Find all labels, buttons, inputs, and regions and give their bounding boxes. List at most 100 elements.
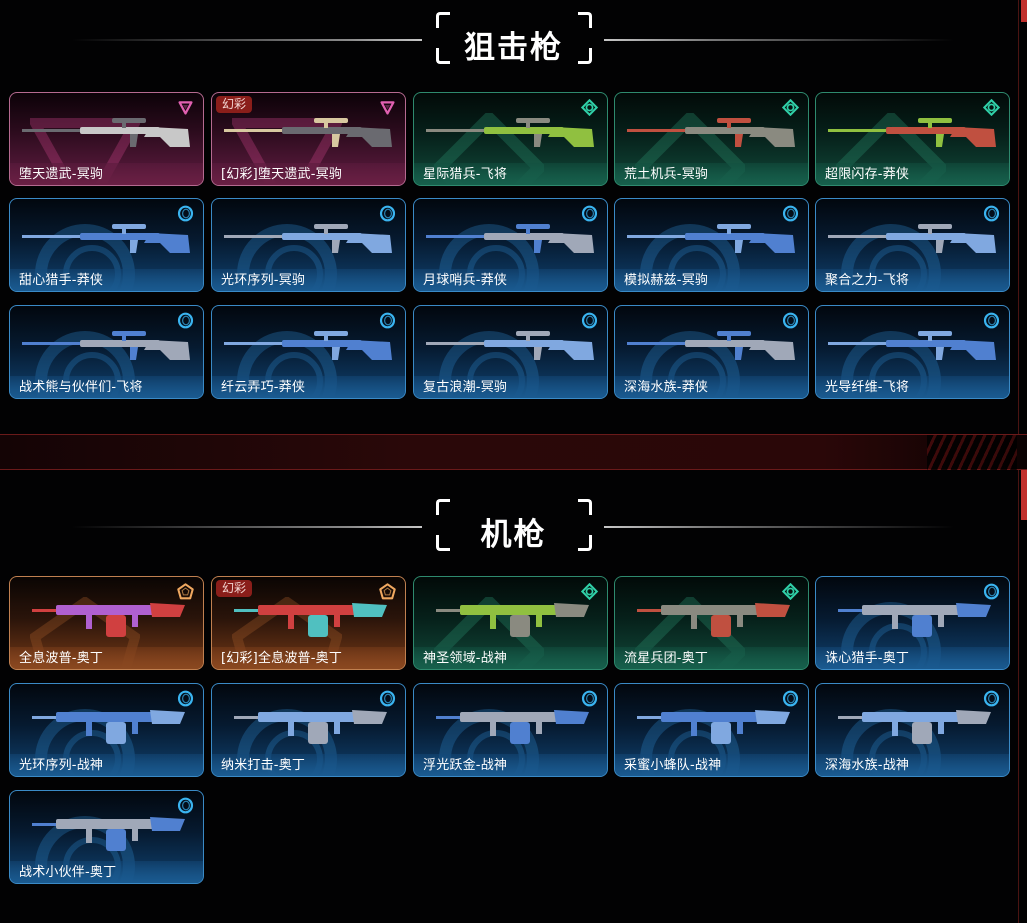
skin-name: 纳米打击-奥丁 xyxy=(221,758,306,773)
skin-card[interactable]: 战术小伙伴-奥丁 xyxy=(9,790,204,884)
triangle-down-icon xyxy=(379,99,396,116)
skin-name: 采蜜小蜂队-战神 xyxy=(624,758,722,773)
rarity-background-emblem xyxy=(231,595,343,669)
skin-card[interactable]: 纤云弄巧-莽侠 xyxy=(211,305,406,399)
weapon-skin-image xyxy=(20,805,195,861)
weapon-skin-image xyxy=(424,213,599,269)
skin-name: 深海水族-战神 xyxy=(825,758,910,773)
skin-card[interactable]: 纳米打击-奥丁 xyxy=(211,683,406,777)
skin-card[interactable]: 流星兵团-奥丁 xyxy=(614,576,809,670)
bracket-corner xyxy=(436,499,450,515)
title-line-left xyxy=(72,526,422,528)
ring-icon xyxy=(177,205,194,222)
skin-name: 光导纤维-飞将 xyxy=(825,380,910,395)
label-bar xyxy=(212,376,405,398)
weapon-skin-image xyxy=(20,213,195,269)
skin-card[interactable]: 复古浪潮-冥驹 xyxy=(413,305,608,399)
pentagon-icon xyxy=(379,583,396,600)
skin-card[interactable]: 超限闪存-莽侠 xyxy=(815,92,1010,186)
ring-icon xyxy=(782,205,799,222)
ring-icon xyxy=(983,205,1000,222)
diamond-icon xyxy=(982,98,1001,117)
weapon-skin-image xyxy=(424,107,599,163)
ring-icon xyxy=(581,205,598,222)
weapon-skin-image xyxy=(20,698,195,754)
weapon-skin-image xyxy=(826,698,1001,754)
ring-icon xyxy=(782,312,799,329)
skin-card[interactable]: 深海水族-莽侠 xyxy=(614,305,809,399)
skin-name: [幻彩]全息波普-奥丁 xyxy=(221,651,343,666)
label-bar xyxy=(615,647,808,669)
section-title: 狙击枪 xyxy=(464,30,563,66)
skin-card[interactable]: 诛心猎手-奥丁 xyxy=(815,576,1010,670)
skin-name: 神圣领域-战神 xyxy=(423,651,508,666)
skin-card[interactable]: 甜心猎手-莽侠 xyxy=(9,198,204,292)
bracket-corner xyxy=(578,48,592,64)
skin-card[interactable]: 深海水族-战神 xyxy=(815,683,1010,777)
label-bar xyxy=(10,861,203,883)
skin-card[interactable]: 战术熊与伙伴们-飞将 xyxy=(9,305,204,399)
rarity-background-emblem xyxy=(430,109,548,185)
ring-icon xyxy=(581,312,598,329)
label-bar xyxy=(212,754,405,776)
weapon-skin-image xyxy=(826,320,1001,376)
skin-name: 战术小伙伴-奥丁 xyxy=(19,865,117,880)
skin-card[interactable]: 模拟赫兹-冥驹 xyxy=(614,198,809,292)
ring-icon xyxy=(379,205,396,222)
weapon-skin-image xyxy=(826,591,1001,647)
skin-name: 诛心猎手-奥丁 xyxy=(825,651,910,666)
ring-icon xyxy=(177,690,194,707)
ring-icon xyxy=(782,690,799,707)
skin-card[interactable]: 全息波普-奥丁 xyxy=(9,576,204,670)
label-bar xyxy=(10,376,203,398)
skin-name: 甜心猎手-莽侠 xyxy=(19,273,104,288)
section-title: 机枪 xyxy=(480,517,547,553)
skin-card[interactable]: 神圣领域-战神 xyxy=(413,576,608,670)
label-bar xyxy=(615,754,808,776)
diamond-icon xyxy=(781,98,800,117)
divider-slash-decoration xyxy=(927,435,1017,471)
bracket-corner xyxy=(578,12,592,28)
diamond-icon xyxy=(580,582,599,601)
skin-card[interactable]: 聚合之力-飞将 xyxy=(815,198,1010,292)
label-bar xyxy=(10,647,203,669)
weapon-skin-image xyxy=(826,213,1001,269)
section-header-sniper: 狙击枪 xyxy=(0,10,1027,70)
section-header-machinegun: 机枪 xyxy=(0,497,1027,557)
skin-card[interactable]: 光导纤维-飞将 xyxy=(815,305,1010,399)
edge-accent xyxy=(1021,0,1027,22)
skin-card[interactable]: 堕天遗武-冥驹 xyxy=(9,92,204,186)
skin-card[interactable]: 光环序列-战神 xyxy=(9,683,204,777)
label-bar xyxy=(414,376,607,398)
weapon-skin-image xyxy=(222,698,397,754)
skin-name: 深海水族-莽侠 xyxy=(624,380,709,395)
diamond-icon xyxy=(580,98,599,117)
skin-name: 复古浪潮-冥驹 xyxy=(423,380,508,395)
skin-name: 光环序列-冥驹 xyxy=(221,273,306,288)
skin-card[interactable]: 光环序列-冥驹 xyxy=(211,198,406,292)
section-divider xyxy=(0,434,1027,471)
skin-card[interactable]: 月球哨兵-莽侠 xyxy=(413,198,608,292)
skin-card[interactable]: 浮光跃金-战神 xyxy=(413,683,608,777)
weapon-skin-image xyxy=(625,698,800,754)
skin-card[interactable]: 荒土机兵-冥驹 xyxy=(614,92,809,186)
diamond-icon xyxy=(781,582,800,601)
label-bar xyxy=(414,754,607,776)
label-bar xyxy=(816,269,1009,291)
weapon-skin-image xyxy=(222,591,397,647)
skin-card[interactable]: [幻彩]堕天遗武-冥驹幻彩 xyxy=(211,92,406,186)
skin-name: 超限闪存-莽侠 xyxy=(825,167,910,182)
skin-name: 光环序列-战神 xyxy=(19,758,104,773)
label-bar xyxy=(212,647,405,669)
title-line-right xyxy=(604,39,954,41)
label-bar xyxy=(816,163,1009,185)
ring-icon xyxy=(177,312,194,329)
ring-icon xyxy=(983,312,1000,329)
skin-name: 浮光跃金-战神 xyxy=(423,758,508,773)
skin-card[interactable]: 采蜜小蜂队-战神 xyxy=(614,683,809,777)
weapon-skin-image xyxy=(222,320,397,376)
skin-card[interactable]: 星际猎兵-飞将 xyxy=(413,92,608,186)
prism-badge: 幻彩 xyxy=(216,96,253,113)
skin-card[interactable]: [幻彩]全息波普-奥丁幻彩 xyxy=(211,576,406,670)
edge-line xyxy=(1018,470,1019,923)
